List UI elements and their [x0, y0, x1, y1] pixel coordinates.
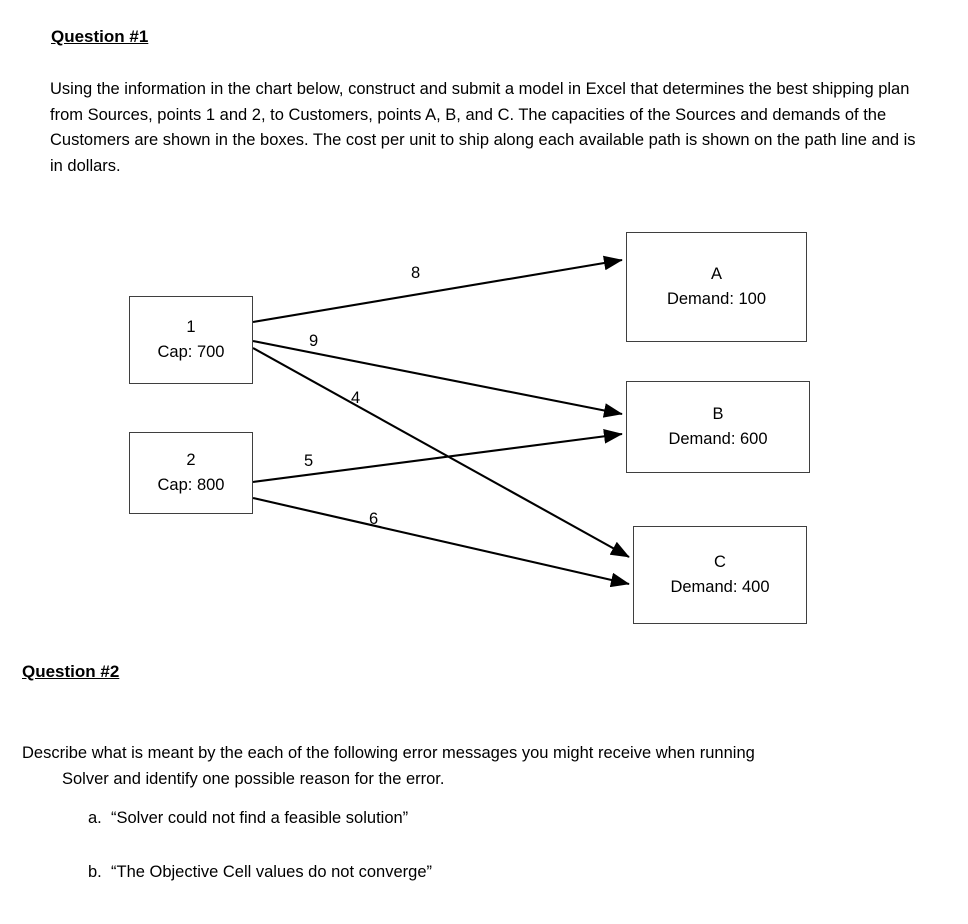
list-item-marker-b: b.	[88, 863, 102, 881]
edge-1-to-A	[252, 255, 623, 324]
edge-cost-label-2-c: 6	[369, 510, 379, 528]
source-node-1-label: 1	[186, 318, 196, 336]
customer-node-a-label: A	[710, 265, 722, 283]
edge-cost-label-1-b: 9	[309, 332, 319, 350]
customer-node-a: A Demand: 100	[626, 232, 807, 342]
question-1-body: Using the information in the chart below…	[50, 80, 916, 175]
customer-node-c-label: C	[714, 553, 726, 571]
edge-cost-label-1-c: 4	[351, 389, 361, 407]
source-node-2-capacity: Cap: 800	[157, 476, 225, 494]
list-item-text-a: “Solver could not find a feasible soluti…	[111, 809, 409, 827]
list-item: b. “The Objective Cell values do not con…	[88, 859, 928, 885]
edge-cost-label-2-b: 5	[304, 452, 314, 470]
source-node-2: 2 Cap: 800	[129, 432, 253, 514]
transportation-network-diagram: 1 Cap: 700 2 Cap: 800 A Demand: 100 B De…	[0, 200, 968, 650]
customer-node-b: B Demand: 600	[626, 381, 810, 473]
question-2-list: a. “Solver could not find a feasible sol…	[88, 805, 928, 913]
customer-node-c: C Demand: 400	[633, 526, 807, 624]
question-2-body-line-1: Describe what is meant by the each of th…	[22, 744, 755, 762]
source-node-1-capacity: Cap: 700	[157, 343, 225, 361]
question-2-body: Describe what is meant by the each of th…	[22, 740, 942, 792]
edge-1-to-C	[252, 347, 630, 558]
customer-node-b-label: B	[712, 405, 724, 423]
list-item-text-b: “The Objective Cell values do not conver…	[111, 863, 432, 881]
source-node-1: 1 Cap: 700	[129, 296, 253, 384]
customer-node-c-demand: Demand: 400	[670, 578, 770, 596]
customer-node-b-demand: Demand: 600	[668, 430, 768, 448]
edge-1-to-B	[252, 339, 623, 418]
diagram-edges-svg	[252, 255, 630, 588]
list-item: a. “Solver could not find a feasible sol…	[88, 805, 928, 831]
source-node-2-label: 2	[186, 451, 196, 469]
question-2-heading: Question #2	[22, 662, 120, 681]
question-2-body-line-2: Solver and identify one possible reason …	[62, 770, 445, 788]
question-1-heading: Question #1	[51, 27, 149, 46]
customer-node-a-demand: Demand: 100	[666, 290, 767, 308]
edge-2-to-B	[252, 429, 623, 484]
edge-2-to-C	[252, 496, 630, 588]
edge-cost-label-1-a: 8	[411, 264, 421, 282]
list-item-marker-a: a.	[88, 809, 102, 827]
